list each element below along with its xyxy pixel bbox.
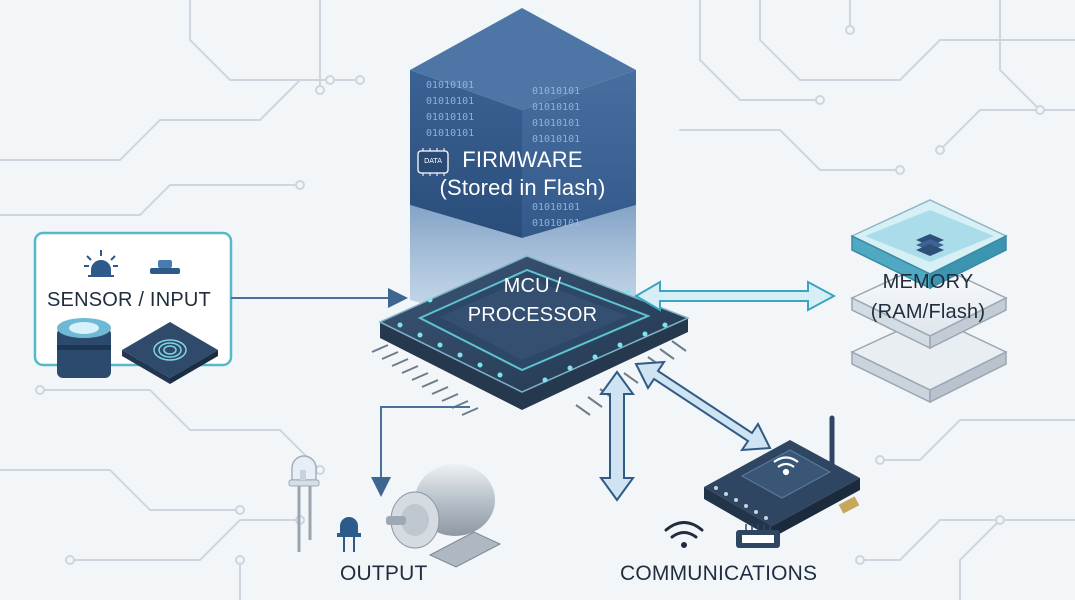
svg-text:01010101: 01010101 [426, 96, 474, 107]
mcu-label-line1: MCU / [503, 275, 562, 297]
lens-sensor-icon [57, 318, 111, 378]
sensor-input-label: SENSOR / INPUT [47, 289, 211, 311]
memory-stack [850, 199, 1008, 404]
wifi-module-icon [704, 415, 860, 538]
svg-text:01010101: 01010101 [426, 128, 474, 139]
sensor-panel [33, 231, 233, 384]
memory-layer-bottom [850, 315, 1008, 404]
svg-text:01010101: 01010101 [532, 86, 580, 97]
mcu-comms-vertical-arrow [599, 370, 635, 502]
data-chip-label: DATA [423, 157, 443, 165]
fingerprint-sensor-icon [122, 322, 218, 384]
push-button-icon [150, 260, 180, 274]
svg-text:01010101: 01010101 [532, 218, 580, 229]
light-sensor-icon [84, 250, 118, 277]
firmware-title: FIRMWARE [462, 147, 583, 172]
mcu-chip [371, 255, 690, 416]
binary-text: 01010101 01010101 01010101 01010101 0101… [426, 80, 580, 229]
wifi-icon [664, 521, 704, 548]
svg-text:01010101: 01010101 [532, 134, 580, 145]
memory-label-line2: (RAM/Flash) [870, 301, 986, 323]
svg-text:01010101: 01010101 [532, 118, 580, 129]
svg-text:01010101: 01010101 [426, 80, 474, 91]
small-led-icon [337, 517, 361, 552]
connector-icon [736, 524, 780, 548]
memory-label-line1: MEMORY [882, 271, 974, 293]
memory-layer-top [850, 199, 1008, 290]
output-label: OUTPUT [340, 562, 428, 585]
led-icon [288, 455, 320, 552]
svg-text:01010101: 01010101 [532, 202, 580, 213]
database-icon [916, 234, 944, 256]
data-chip-icon [417, 148, 449, 176]
circuit-nodes [35, 25, 1045, 565]
mcu-to-output-arrow [371, 406, 470, 497]
communications-label: COMMUNICATIONS [620, 562, 818, 585]
module-wifi-symbol [773, 456, 799, 476]
mcu-label-line2: PROCESSOR [467, 304, 598, 326]
firmware-subtitle: (Stored in Flash) [439, 175, 606, 200]
svg-text:01010101: 01010101 [532, 102, 580, 113]
svg-text:01010101: 01010101 [426, 112, 474, 123]
motor-icon [386, 464, 502, 568]
mcu-memory-arrow [634, 280, 837, 312]
firmware-cube: 01010101 01010101 01010101 01010101 0101… [410, 8, 636, 238]
mcu-comms-diagonal-arrow [634, 360, 772, 452]
